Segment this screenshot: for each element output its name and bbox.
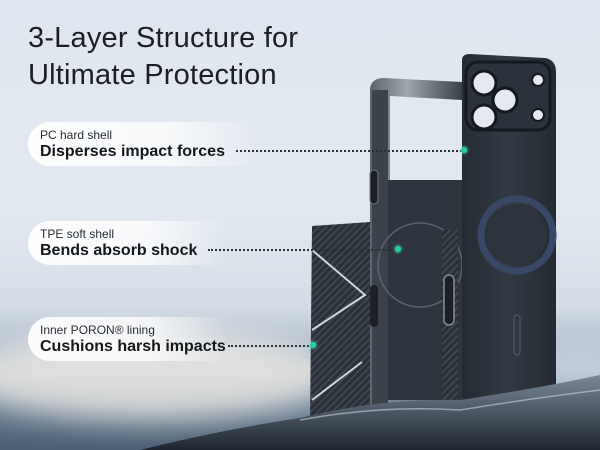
callout-layer-label: Inner PORON® lining [40, 323, 155, 337]
indicator-dot-icon [461, 147, 467, 153]
tpe-bumper-frame [369, 78, 463, 410]
leader-line [208, 249, 396, 251]
callout-tpe-soft-shell: TPE soft shell Bends absorb shock [28, 221, 228, 265]
callout-benefit-label: Bends absorb shock [40, 242, 198, 259]
callout-pc-hard-shell: PC hard shell Disperses impact forces [28, 122, 258, 166]
leader-line [236, 150, 462, 152]
page-title: 3-Layer Structure for Ultimate Protectio… [28, 20, 298, 94]
callout-benefit-label: Cushions harsh impacts [40, 338, 226, 355]
callout-benefit-label: Disperses impact forces [40, 143, 225, 160]
callout-poron-lining: Inner PORON® lining Cushions harsh impac… [28, 317, 228, 361]
title-line-1: 3-Layer Structure for [28, 22, 299, 54]
pc-hard-shell [462, 54, 557, 418]
rock-base [140, 375, 600, 450]
callout-layer-label: PC hard shell [40, 128, 113, 142]
leader-line [228, 345, 312, 347]
callout-layer-label: TPE soft shell [40, 227, 115, 241]
title-line-2: Ultimate Protection [28, 59, 277, 91]
indicator-dot-icon [310, 342, 316, 348]
poron-lining-panel [310, 222, 370, 432]
indicator-dot-icon [395, 246, 401, 252]
